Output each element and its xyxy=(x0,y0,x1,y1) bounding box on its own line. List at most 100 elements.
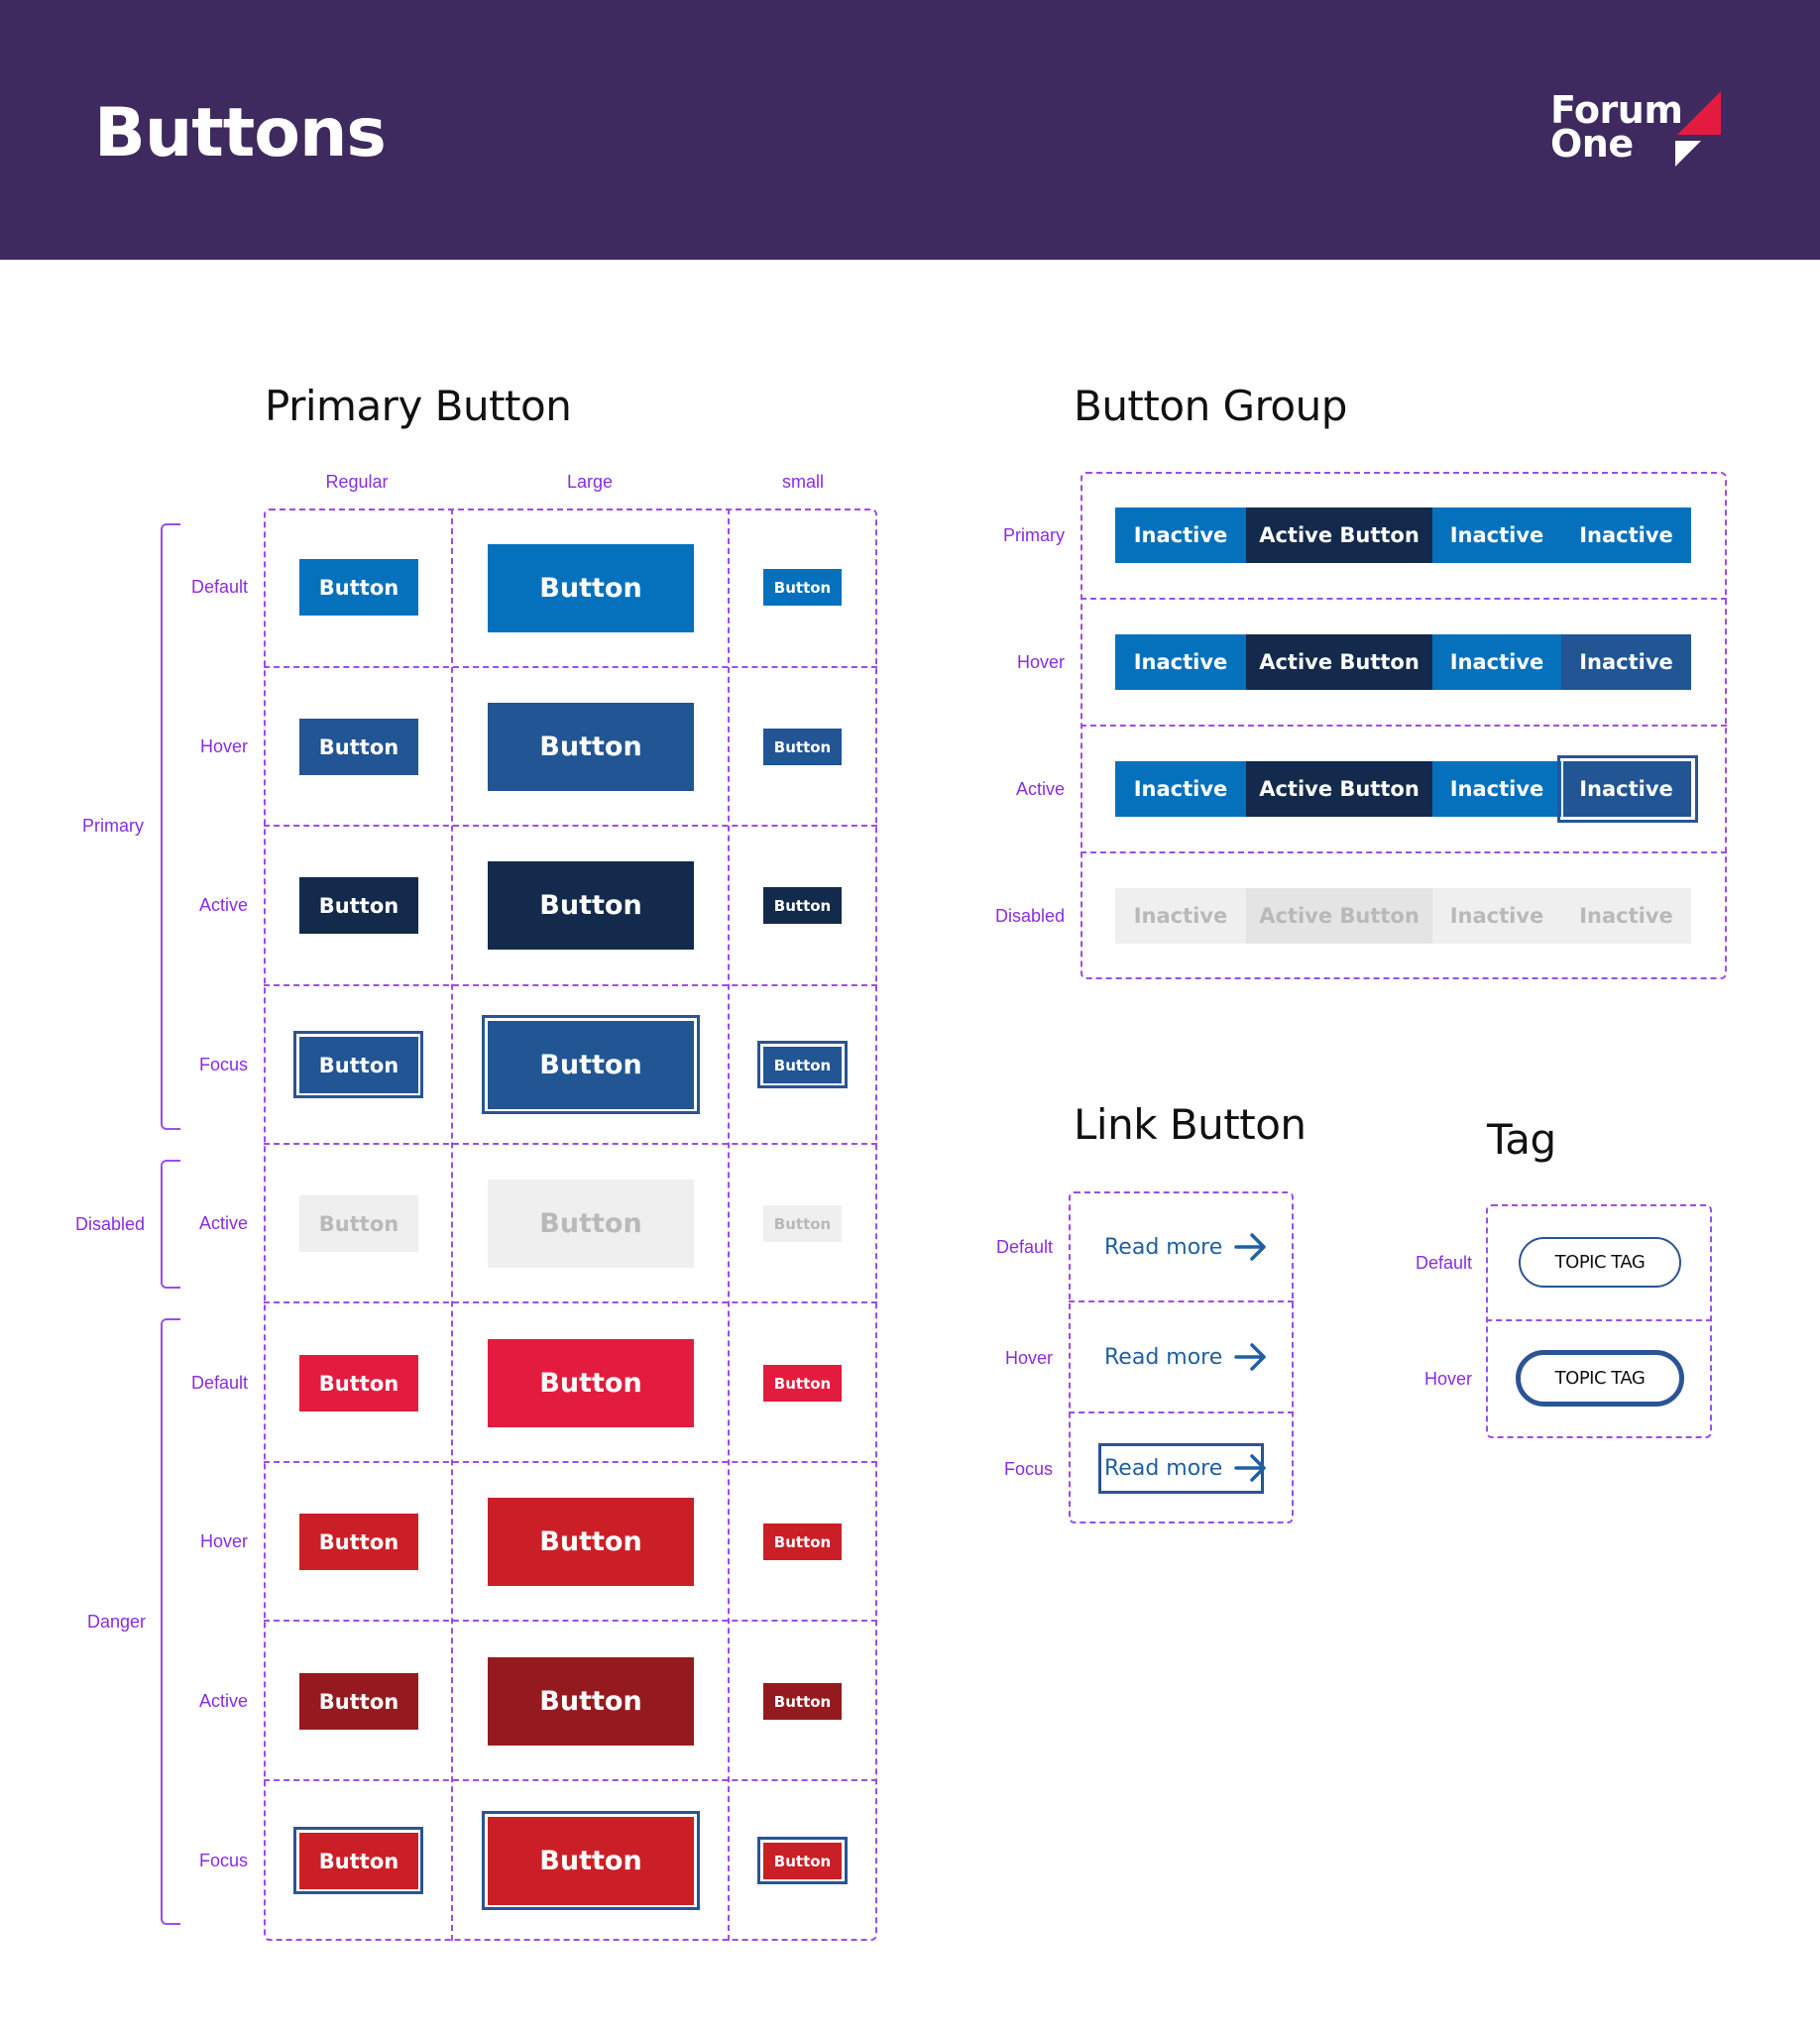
bg-segment-inactive[interactable]: Inactive xyxy=(1115,634,1246,690)
tag-label-hover: Hover xyxy=(1423,1369,1472,1389)
read-more-link-hover[interactable]: Read more xyxy=(1104,1340,1268,1374)
link-button-frame xyxy=(1069,1191,1294,1523)
bg-segment-inactive[interactable]: Inactive xyxy=(1432,634,1561,690)
group-label-disabled: Disabled xyxy=(75,1214,146,1234)
primary-button-grid xyxy=(264,508,877,1941)
bg-segment-inactive[interactable]: Inactive xyxy=(1561,508,1691,563)
bg-segment-disabled: Inactive xyxy=(1561,888,1691,944)
primary-hover-regular-button[interactable]: Button xyxy=(299,719,418,775)
primary-active-large-button[interactable]: Button xyxy=(488,861,694,950)
bg-label-active: Active xyxy=(1015,779,1065,799)
primary-button-title: Primary Button xyxy=(265,382,572,430)
bg-segment-active[interactable]: Active Button xyxy=(1246,634,1432,690)
primary-default-large-button[interactable]: Button xyxy=(488,544,694,632)
grid-divider xyxy=(1069,1300,1294,1302)
grid-divider xyxy=(264,666,877,668)
disabled-regular-button: Button xyxy=(299,1195,418,1252)
logo-text-one: One xyxy=(1550,122,1634,166)
bg-segment-inactive[interactable]: Inactive xyxy=(1432,761,1561,817)
danger-focus-regular-button[interactable]: Button xyxy=(299,1833,418,1889)
tag-title: Tag xyxy=(1487,1115,1556,1164)
state-label-active: Active xyxy=(198,895,248,915)
danger-default-small-button[interactable]: Button xyxy=(763,1365,842,1402)
state-label-hover: Hover xyxy=(199,736,248,756)
arrow-right-icon xyxy=(1234,1343,1267,1371)
arrow-right-icon xyxy=(1234,1233,1267,1261)
grid-divider xyxy=(1069,1411,1294,1413)
logo-text-forum: Forum xyxy=(1550,88,1683,132)
column-label-small: small xyxy=(781,472,824,492)
disabled-small-button: Button xyxy=(763,1205,842,1242)
bg-segment-focused[interactable]: Inactive xyxy=(1561,761,1691,817)
link-label-focus: Focus xyxy=(1003,1459,1053,1479)
grid-divider xyxy=(264,825,877,827)
primary-default-regular-button[interactable]: Button xyxy=(299,559,418,616)
column-label-large: Large xyxy=(566,472,614,492)
state-label-default: Default xyxy=(190,577,248,597)
primary-focus-small-button[interactable]: Button xyxy=(763,1047,842,1083)
primary-default-small-button[interactable]: Button xyxy=(763,569,842,606)
primary-active-regular-button[interactable]: Button xyxy=(299,877,418,934)
link-button-title: Link Button xyxy=(1074,1100,1307,1149)
danger-focus-small-button[interactable]: Button xyxy=(763,1843,842,1879)
grid-divider xyxy=(1081,851,1727,853)
topic-tag-default[interactable]: TOPIC TAG xyxy=(1519,1237,1681,1288)
link-label-hover: Hover xyxy=(1004,1348,1053,1368)
grid-divider xyxy=(1081,598,1727,600)
primary-hover-large-button[interactable]: Button xyxy=(488,703,694,791)
topic-tag-hover[interactable]: TOPIC TAG xyxy=(1516,1350,1684,1407)
bg-segment-disabled: Inactive xyxy=(1432,888,1561,944)
bg-segment-inactive[interactable]: Inactive xyxy=(1115,508,1246,563)
state-label-active: Active xyxy=(198,1691,248,1711)
danger-default-large-button[interactable]: Button xyxy=(488,1339,694,1427)
forum-one-logo: Forum One xyxy=(1548,89,1727,178)
bg-segment-inactive[interactable]: Inactive xyxy=(1432,508,1561,563)
button-group-hover: Inactive Active Button Inactive Inactive xyxy=(1115,634,1691,690)
primary-active-small-button[interactable]: Button xyxy=(763,887,842,924)
danger-hover-large-button[interactable]: Button xyxy=(488,1498,694,1586)
link-text: Read more xyxy=(1104,1234,1223,1260)
danger-hover-small-button[interactable]: Button xyxy=(763,1523,842,1560)
link-text: Read more xyxy=(1104,1344,1223,1370)
bg-label-primary: Primary xyxy=(1003,525,1065,545)
danger-hover-regular-button[interactable]: Button xyxy=(299,1514,418,1570)
button-group-title: Button Group xyxy=(1074,382,1347,430)
bg-segment-inactive[interactable]: Inactive xyxy=(1115,761,1246,817)
grid-divider xyxy=(264,1301,877,1303)
grid-divider xyxy=(1081,725,1727,727)
bg-segment-disabled: Inactive xyxy=(1115,888,1246,944)
bg-segment-hovered[interactable]: Inactive xyxy=(1561,634,1691,690)
page-title: Buttons xyxy=(94,94,387,172)
bg-segment-active[interactable]: Active Button xyxy=(1246,761,1432,817)
primary-hover-small-button[interactable]: Button xyxy=(763,729,842,765)
grid-divider xyxy=(264,1620,877,1622)
state-label-default: Default xyxy=(190,1373,248,1393)
tag-label-default: Default xyxy=(1415,1253,1472,1273)
danger-active-regular-button[interactable]: Button xyxy=(299,1673,418,1730)
danger-focus-large-button[interactable]: Button xyxy=(488,1817,694,1905)
grid-divider xyxy=(264,1143,877,1145)
grid-divider xyxy=(451,508,453,1941)
group-label-primary: Primary xyxy=(82,816,144,836)
state-label-focus: Focus xyxy=(198,1055,248,1074)
arrow-right-icon xyxy=(1234,1454,1267,1482)
link-text: Read more xyxy=(1104,1455,1223,1481)
state-label-hover: Hover xyxy=(199,1531,248,1551)
danger-active-large-button[interactable]: Button xyxy=(488,1657,694,1746)
grid-divider xyxy=(728,508,730,1941)
grid-divider xyxy=(264,1461,877,1463)
primary-focus-large-button[interactable]: Button xyxy=(488,1021,694,1109)
danger-default-regular-button[interactable]: Button xyxy=(299,1355,418,1411)
read-more-link-default[interactable]: Read more xyxy=(1104,1230,1268,1264)
danger-active-small-button[interactable]: Button xyxy=(763,1683,842,1720)
primary-focus-regular-button[interactable]: Button xyxy=(299,1037,418,1093)
column-label-regular: Regular xyxy=(325,472,389,492)
danger-group-bracket xyxy=(161,1318,180,1925)
button-group-primary: Inactive Active Button Inactive Inactive xyxy=(1115,508,1691,563)
link-label-default: Default xyxy=(995,1237,1053,1257)
bg-segment-active[interactable]: Active Button xyxy=(1246,508,1432,563)
focus-ring-inner xyxy=(1561,759,1694,819)
read-more-link-focus[interactable]: Read more xyxy=(1104,1451,1268,1485)
group-label-danger: Danger xyxy=(87,1612,147,1632)
page-header: Buttons Forum One xyxy=(0,0,1820,260)
